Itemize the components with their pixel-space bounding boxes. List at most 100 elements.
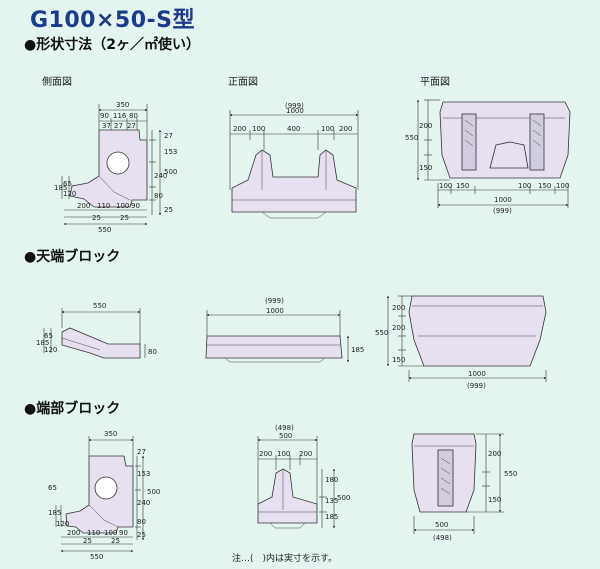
end-block-plan-view: 200 150 550 500 (498) bbox=[411, 433, 517, 542]
section-end-block: ●端部ブロック bbox=[24, 401, 121, 417]
side-view-label: 側面図 bbox=[42, 77, 72, 88]
dim-label: 65 bbox=[63, 180, 72, 188]
dim-label: 185 bbox=[325, 513, 338, 521]
dim-label: 200 bbox=[392, 304, 405, 312]
dim-label: 90 bbox=[131, 202, 140, 210]
main-side-view: 350 90 116 80 37 27 27 27 153 500 240 80… bbox=[54, 101, 177, 234]
dim-label: 25 bbox=[92, 214, 101, 222]
dim-label: (999) bbox=[265, 297, 284, 305]
dim-label: (999) bbox=[285, 102, 304, 110]
dim-label: 180 bbox=[325, 476, 338, 484]
dim-label: 240 bbox=[137, 499, 150, 507]
dim-label: 110 bbox=[87, 529, 100, 537]
dim-label: 550 bbox=[504, 470, 517, 478]
dim-label: 500 bbox=[279, 432, 292, 440]
dim-label: 100 bbox=[116, 202, 129, 210]
dim-label: 80 bbox=[154, 192, 163, 200]
top-block-plan-view: 550 200 200 150 1000 (999) bbox=[375, 295, 547, 390]
section-top-block: ●天端ブロック bbox=[24, 249, 121, 265]
main-front-view: (999) 1000 200 100 400 100 200 bbox=[229, 102, 359, 219]
plan-view-label: 平面図 bbox=[420, 77, 450, 88]
dim-label: 185 bbox=[351, 346, 364, 354]
dim-label: 27 bbox=[164, 132, 173, 140]
dim-label: 135 bbox=[325, 497, 338, 505]
dim-label: 110 bbox=[97, 202, 110, 210]
dim-label: 27 bbox=[114, 122, 123, 130]
dim-label: 90 bbox=[100, 112, 109, 120]
dim-label: 500 bbox=[435, 521, 448, 529]
dim-label: 150 bbox=[392, 356, 405, 364]
dim-label: 120 bbox=[44, 346, 57, 354]
dim-label: 153 bbox=[137, 470, 150, 478]
dim-label: 550 bbox=[93, 302, 106, 310]
dim-label: 550 bbox=[98, 226, 111, 234]
footnote: 注…( )内は実寸を示す。 bbox=[232, 554, 338, 564]
dim-label: 80 bbox=[148, 348, 157, 356]
dim-label: 200 bbox=[299, 450, 312, 458]
dim-label: 120 bbox=[56, 520, 69, 528]
dim-label: 150 bbox=[456, 182, 469, 190]
end-block-side-view: 350 27 153 500 240 80 25 65 185 120 200 … bbox=[48, 430, 160, 561]
dim-label: 185 bbox=[36, 339, 49, 347]
dim-label: 80 bbox=[137, 518, 146, 526]
dim-label: 116 bbox=[113, 112, 127, 120]
dim-label: 80 bbox=[129, 112, 138, 120]
dim-label: 550 bbox=[90, 553, 103, 561]
dim-label: 200 bbox=[419, 122, 432, 130]
main-plan-view: 550 200 150 100 150 100 150 100 1000 (99… bbox=[405, 99, 571, 215]
top-block-front-view: (999) 1000 185 bbox=[205, 297, 364, 363]
dim-label: (999) bbox=[493, 207, 512, 215]
page-title: G100×50-S型 bbox=[30, 8, 196, 33]
dim-label: 25 bbox=[164, 206, 173, 214]
dim-label: 200 bbox=[259, 450, 272, 458]
dim-label: 150 bbox=[419, 164, 432, 172]
dim-label: 100 bbox=[252, 125, 265, 133]
dim-label: 150 bbox=[538, 182, 551, 190]
dim-label: 500 bbox=[337, 494, 350, 502]
dim-label: 25 bbox=[111, 537, 120, 545]
dim-label: (498) bbox=[275, 424, 294, 432]
dim-label: 200 bbox=[339, 125, 352, 133]
dim-label: 1000 bbox=[468, 370, 486, 378]
dim-label: 25 bbox=[137, 531, 146, 539]
dim-label: 120 bbox=[63, 190, 76, 198]
dim-label: 100 bbox=[321, 125, 334, 133]
dim-label: 25 bbox=[120, 214, 129, 222]
dim-label: 150 bbox=[488, 496, 501, 504]
front-view-label: 正面図 bbox=[228, 77, 258, 88]
dim-label: 400 bbox=[287, 125, 300, 133]
dim-label: 240 bbox=[154, 172, 167, 180]
dim-label: 1000 bbox=[266, 307, 284, 315]
dim-label: 550 bbox=[375, 329, 388, 337]
dim-label: 100 bbox=[556, 182, 569, 190]
dim-label: 200 bbox=[67, 529, 80, 537]
dim-label: 25 bbox=[83, 537, 92, 545]
dim-label: 350 bbox=[116, 101, 129, 109]
dim-label: 100 bbox=[518, 182, 531, 190]
end-block-front-view: (498) 500 200 100 200 180 135 185 500 bbox=[257, 424, 350, 529]
dim-label: (498) bbox=[433, 534, 452, 542]
dim-label: 185 bbox=[54, 184, 67, 192]
dim-label: 65 bbox=[48, 484, 57, 492]
section-shape-dimensions: ●形状寸法（2ヶ／㎡使い） bbox=[24, 37, 200, 53]
dim-label: 100 bbox=[439, 182, 452, 190]
dim-label: 200 bbox=[488, 450, 501, 458]
dim-label: 100 bbox=[277, 450, 290, 458]
dim-label: 200 bbox=[233, 125, 246, 133]
dim-label: 1000 bbox=[286, 107, 304, 115]
dim-label: 100 bbox=[104, 529, 117, 537]
dim-label: 37 bbox=[102, 122, 111, 130]
dim-label: 1000 bbox=[494, 196, 512, 204]
dim-label: 65 bbox=[44, 332, 53, 340]
dim-label: 550 bbox=[405, 134, 418, 142]
dim-label: 200 bbox=[77, 202, 90, 210]
dim-label: 153 bbox=[164, 148, 177, 156]
dim-label: 90 bbox=[119, 529, 128, 537]
dim-label: 27 bbox=[137, 448, 146, 456]
dim-label: 500 bbox=[164, 168, 177, 176]
dim-label: 500 bbox=[147, 488, 160, 496]
dim-label: 27 bbox=[127, 122, 136, 130]
top-block-side-view: 550 185 65 120 80 bbox=[36, 302, 157, 359]
